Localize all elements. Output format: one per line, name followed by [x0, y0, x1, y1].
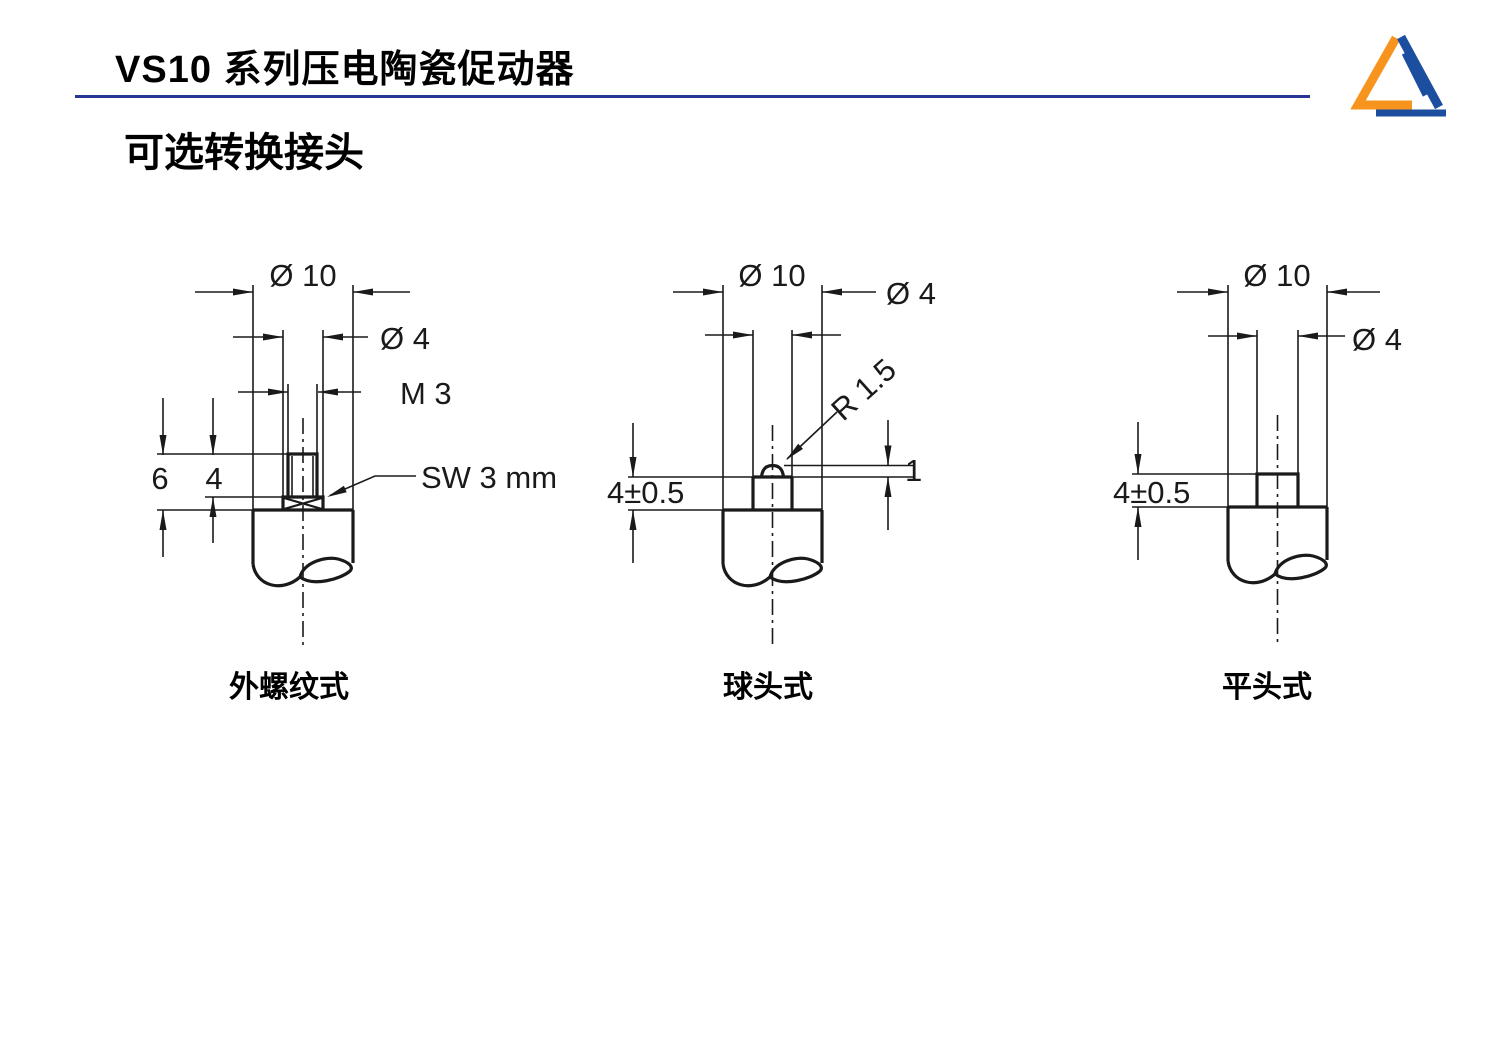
extension-lines — [628, 285, 913, 511]
arrowheads — [159, 288, 373, 530]
dimension-labels: Ø 10 Ø 4 R 1.5 1 4±0.5 — [607, 258, 936, 510]
thread-minor-lines — [291, 456, 314, 496]
dim-diameter-10: Ø 10 — [269, 258, 336, 293]
dimension-labels: Ø 10 Ø 4 4±0.5 — [1113, 258, 1402, 510]
arrowheads — [629, 288, 892, 530]
caption-flat-head: 平头式 — [1222, 671, 1312, 704]
company-triangle-logo-icon — [1350, 34, 1446, 117]
dim-height-4: 4±0.5 — [607, 475, 684, 510]
wrench-flat-cross — [283, 496, 323, 511]
dim-length-6: 6 — [151, 461, 168, 496]
caption-external-thread: 外螺纹式 — [229, 671, 349, 704]
section-heading: 可选转换接头 — [124, 131, 364, 175]
drawing-external-thread: Ø 10 Ø 4 M 3 6 4 SW 3 mm — [151, 258, 557, 645]
dim-diameter-4: Ø 4 — [1352, 322, 1402, 357]
dimension-lines — [632, 291, 889, 563]
page-title: VS10 系列压电陶瓷促动器 — [115, 49, 575, 91]
dim-length-4: 4 — [205, 461, 222, 496]
logo-blue-right-stroke — [1397, 34, 1443, 110]
arrowheads — [1134, 288, 1347, 527]
dimension-lines — [1137, 291, 1380, 560]
caption-ball-head: 球头式 — [723, 671, 813, 704]
title-rule — [75, 95, 1310, 98]
extension-lines — [157, 285, 354, 511]
dim-diameter-4: Ø 4 — [380, 321, 430, 356]
dim-thread-m3: M 3 — [400, 376, 452, 411]
dimension-lines — [162, 291, 416, 557]
logo-blue-inner-stroke — [1401, 51, 1430, 97]
dim-wrench-size: SW 3 mm — [421, 460, 557, 495]
dimension-labels: Ø 10 Ø 4 M 3 6 4 SW 3 mm — [151, 258, 557, 496]
dim-height-4: 4±0.5 — [1113, 475, 1190, 510]
dim-radius-1-5: R 1.5 — [824, 352, 902, 428]
logo-orange-stroke — [1350, 35, 1412, 110]
drawing-flat-head: Ø 10 Ø 4 4±0.5 — [1113, 258, 1402, 643]
extension-lines — [1132, 285, 1328, 508]
technical-drawings: Ø 10 Ø 4 M 3 6 4 SW 3 mm — [151, 258, 1402, 648]
dim-diameter-10: Ø 10 — [738, 258, 805, 293]
dim-diameter-10: Ø 10 — [1243, 258, 1310, 293]
dim-diameter-4: Ø 4 — [886, 276, 936, 311]
dim-height-1: 1 — [905, 453, 922, 488]
drawing-ball-head: Ø 10 Ø 4 R 1.5 1 4±0.5 — [607, 258, 936, 648]
